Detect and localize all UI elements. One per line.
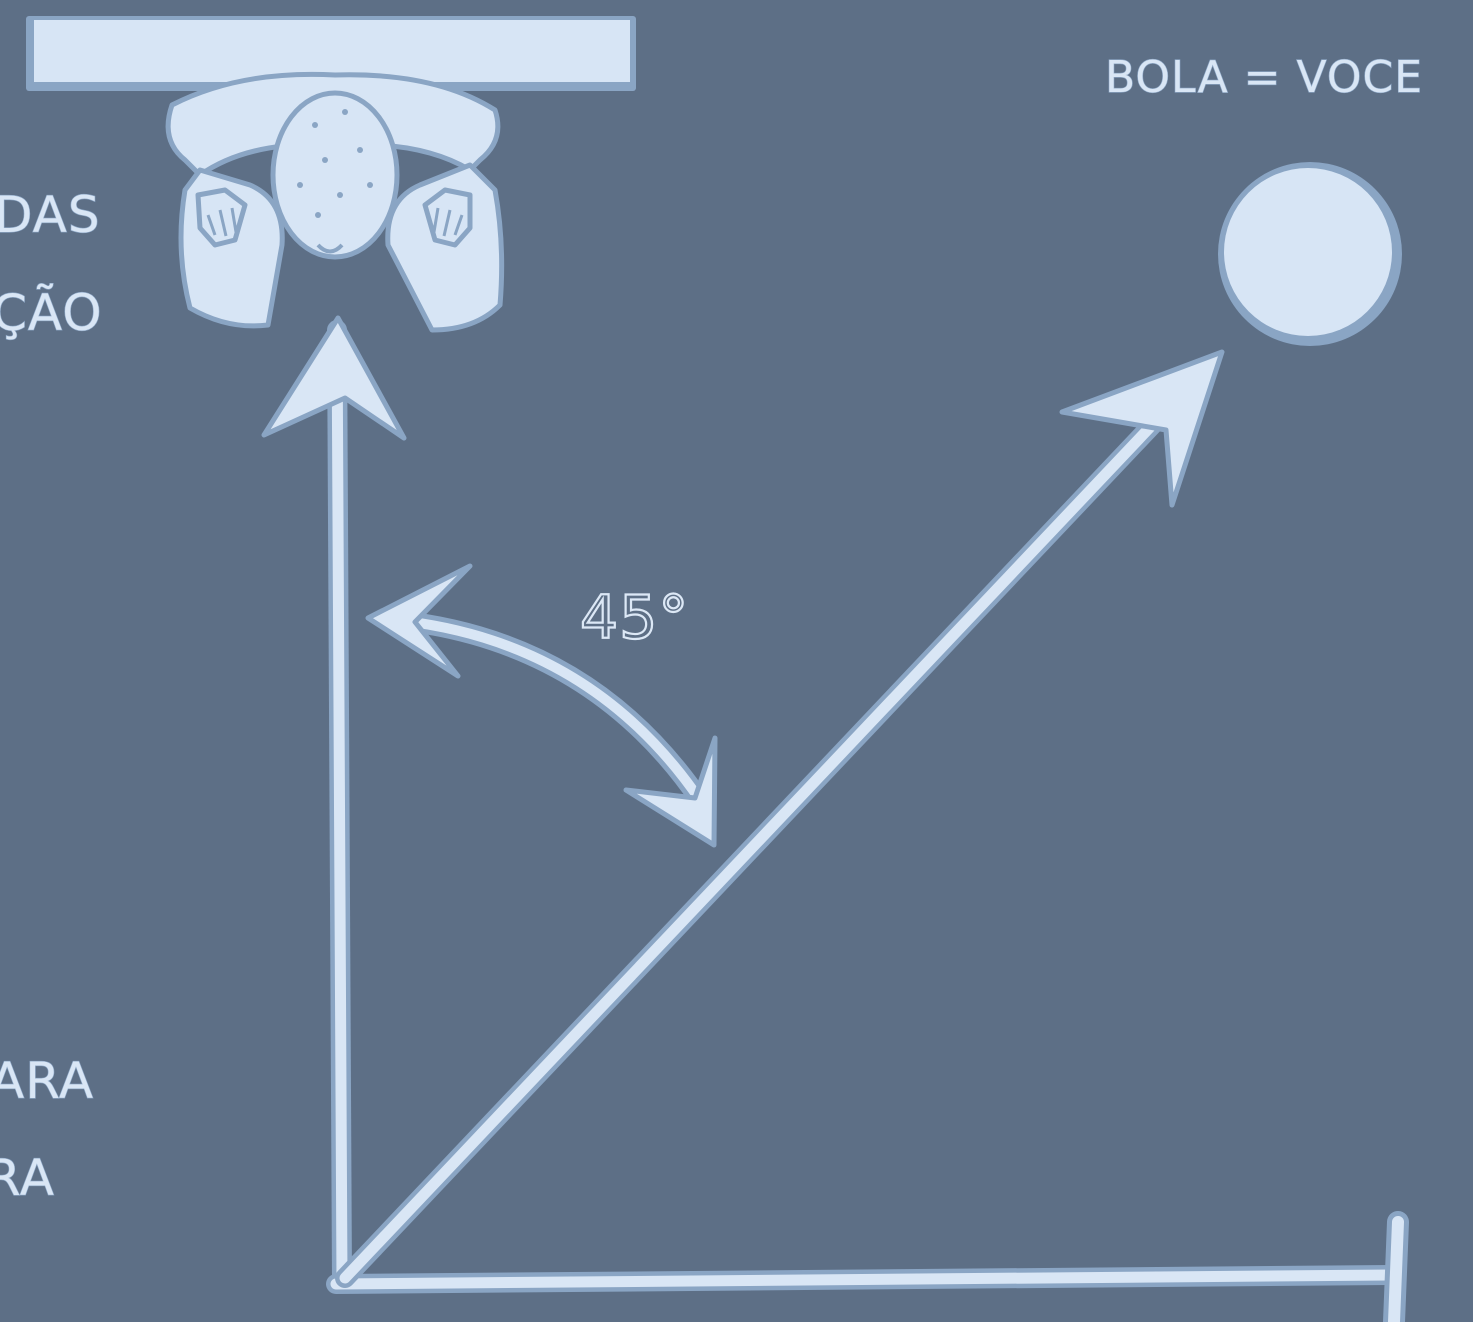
person-top-view-icon	[168, 74, 502, 330]
vertical-arrow	[264, 318, 404, 1282]
horizontal-baseline	[336, 1222, 1398, 1322]
ball-equals-you-label: BOLA = VOCE	[1105, 52, 1423, 103]
ball-icon	[1218, 162, 1402, 346]
left-fragment-label-4: RA	[0, 1149, 55, 1207]
angle-label: 45°	[580, 583, 689, 653]
left-fragment-label-1: DAS	[0, 186, 101, 244]
diagonal-arrow	[345, 352, 1222, 1278]
left-fragment-label-3: ARA	[0, 1052, 94, 1110]
left-fragment-label-2: ÇÃO	[0, 284, 103, 342]
